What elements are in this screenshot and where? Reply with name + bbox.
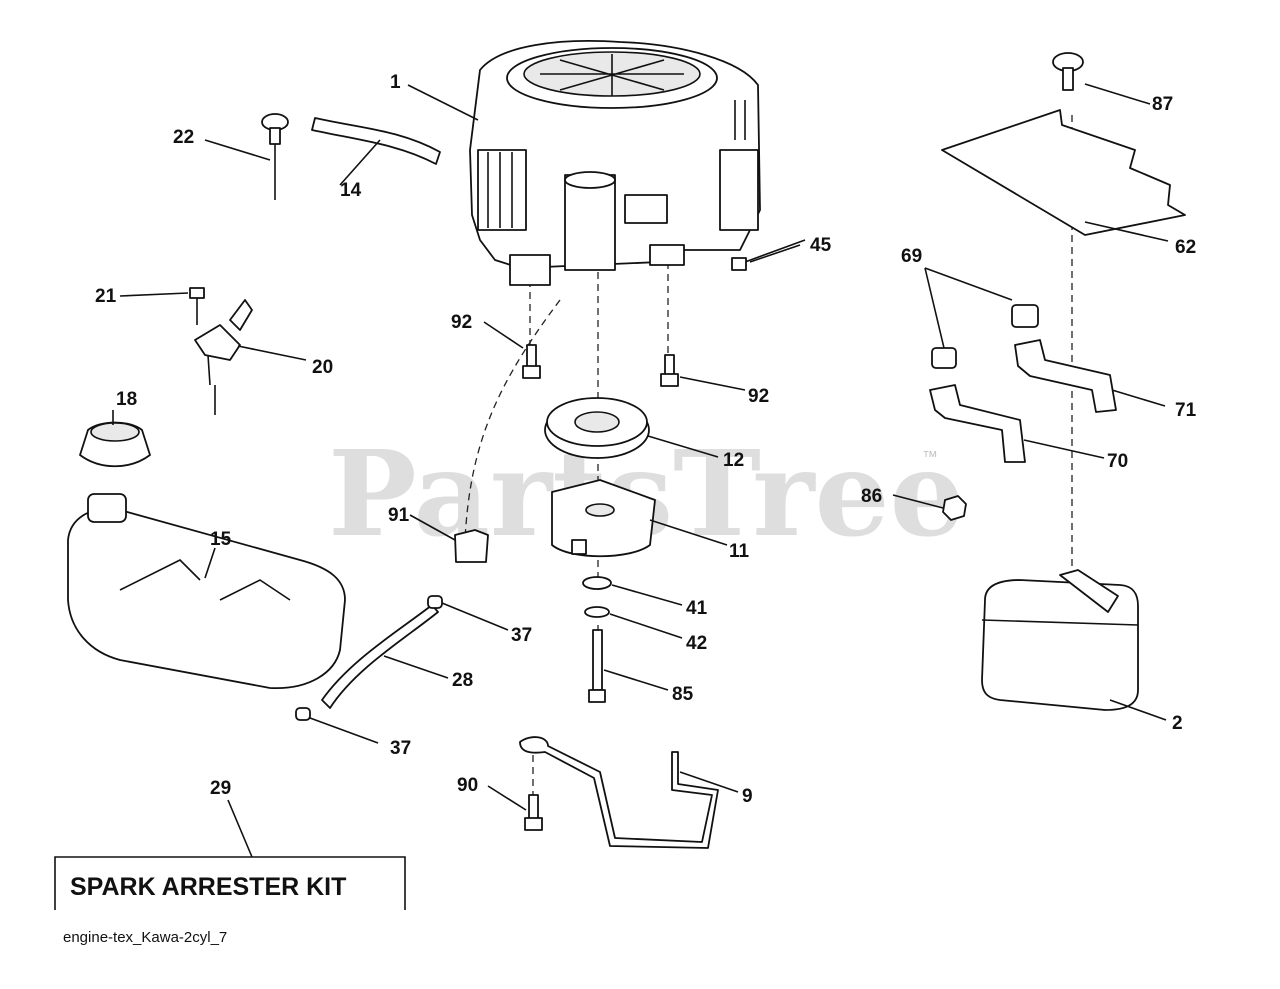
washer-41[interactable] — [582, 576, 612, 590]
callout-71: 71 — [1175, 400, 1197, 421]
screw-22[interactable] — [261, 113, 289, 200]
exhaust-pipe-71[interactable] — [1014, 339, 1117, 413]
pulley[interactable] — [544, 397, 650, 459]
callout-69: 69 — [901, 246, 922, 267]
bolt-90[interactable] — [524, 794, 543, 831]
fuel-hose[interactable] — [321, 604, 439, 709]
clamp-37-bottom[interactable] — [295, 707, 311, 721]
callout-2: 2 — [1172, 713, 1183, 734]
pto-clutch[interactable] — [551, 479, 656, 558]
engine[interactable] — [469, 40, 761, 286]
callout-87: 87 — [1152, 94, 1173, 115]
bolt-85[interactable] — [588, 629, 606, 703]
bolt-92-left[interactable] — [522, 344, 541, 379]
callout-62: 62 — [1175, 237, 1196, 258]
gasket-69-right[interactable] — [1011, 304, 1039, 328]
spark-arrester-kit-box: SPARK ARRESTER KIT — [54, 856, 406, 910]
screw-87[interactable] — [1052, 52, 1084, 91]
callout-22: 22 — [173, 127, 194, 148]
callout-42: 42 — [686, 633, 707, 654]
callout-14: 14 — [340, 180, 362, 201]
callout-1: 1 — [390, 72, 401, 93]
bolt-21[interactable] — [189, 287, 205, 325]
fuel-cap[interactable] — [79, 421, 151, 468]
callout-20: 20 — [312, 357, 333, 378]
leader-lines — [112, 83, 1169, 858]
callout-28: 28 — [452, 670, 473, 691]
callouts: 1 2 9 11 12 14 15 18 20 21 22 28 29 37 3… — [95, 72, 1197, 807]
callout-21: 21 — [95, 286, 117, 307]
clamp-37-top[interactable] — [427, 595, 443, 609]
washer-42[interactable] — [584, 606, 610, 618]
exhaust-pipe-70[interactable] — [929, 384, 1026, 463]
callout-92-right: 92 — [748, 386, 769, 407]
callout-11: 11 — [729, 541, 750, 562]
callout-41: 41 — [686, 598, 708, 619]
muffler[interactable] — [981, 569, 1139, 711]
heat-shield[interactable] — [941, 109, 1186, 236]
callout-12: 12 — [723, 450, 744, 471]
callout-70: 70 — [1107, 451, 1128, 472]
callout-29: 29 — [210, 778, 231, 799]
callout-15: 15 — [210, 529, 232, 550]
callout-45: 45 — [810, 235, 832, 256]
callout-92-left: 92 — [451, 312, 472, 333]
throttle-control[interactable] — [194, 299, 253, 415]
callout-37-bottom: 37 — [390, 738, 411, 759]
fuel-tank[interactable] — [67, 493, 346, 689]
callout-91: 91 — [388, 505, 410, 526]
gasket-69-left[interactable] — [931, 347, 957, 369]
spark-arrester-kit-title: SPARK ARRESTER KIT — [70, 873, 346, 901]
callout-18: 18 — [116, 389, 137, 410]
diagram-caption: engine-tex_Kawa-2cyl_7 — [63, 929, 227, 946]
rod-9[interactable] — [519, 736, 719, 849]
spacer-91[interactable] — [454, 529, 489, 563]
fuel-line[interactable] — [311, 117, 441, 165]
nut-86[interactable] — [942, 495, 967, 521]
callout-85: 85 — [672, 684, 694, 705]
callout-90: 90 — [457, 775, 478, 796]
callout-86: 86 — [861, 486, 882, 507]
bolt-92-right[interactable] — [660, 354, 679, 387]
wire-45[interactable] — [731, 239, 806, 271]
watermark-trademark: ™ — [922, 449, 938, 466]
callout-9: 9 — [742, 786, 753, 807]
callout-37-top: 37 — [511, 625, 532, 646]
